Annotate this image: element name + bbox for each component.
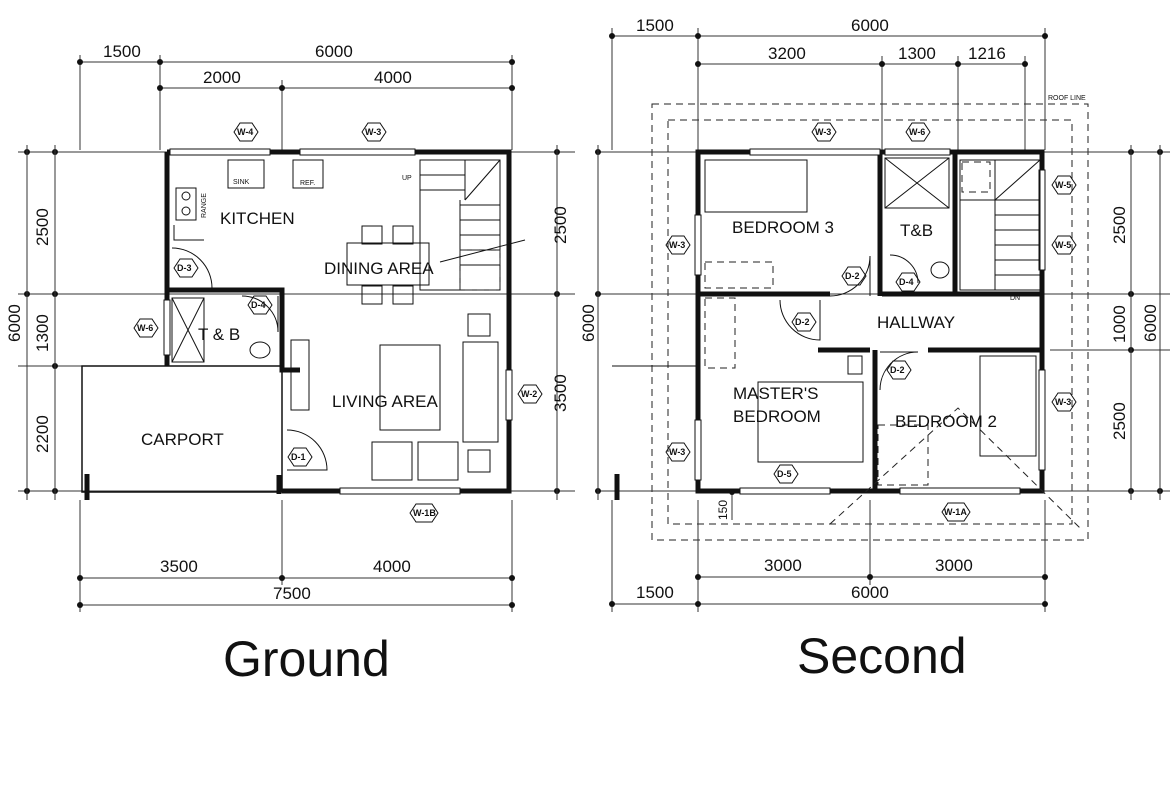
ground-dim-top-1500: 1500 bbox=[103, 42, 141, 61]
tag-d1: D-1 bbox=[291, 452, 306, 462]
ground-dim-left-6000: 6000 bbox=[5, 304, 24, 342]
second-dim-bottom-3000a: 3000 bbox=[764, 556, 802, 575]
second-label-dn: DN bbox=[1010, 295, 1020, 302]
ground-dim-left-1300: 1300 bbox=[33, 314, 52, 352]
tag2-w3-left: W-3 bbox=[669, 240, 685, 250]
tag2-w5a: W-5 bbox=[1055, 180, 1071, 190]
second-dim-top-1216: 1216 bbox=[968, 44, 1006, 63]
ground-dim-right-2500: 2500 bbox=[551, 206, 570, 244]
second-dim-top-6000: 6000 bbox=[851, 16, 889, 35]
second-dim-top-3200: 3200 bbox=[768, 44, 806, 63]
second-room-master-line2: BEDROOM bbox=[733, 407, 821, 426]
tag2-w3-left-b: W-3 bbox=[669, 447, 685, 457]
second-tags: W-3 W-6 W-5 W-5 W-3 D-2 D-4 D-2 D-2 W-3 … bbox=[665, 122, 1077, 522]
tag2-d5: D-5 bbox=[777, 469, 792, 479]
ground-dim-left-2500: 2500 bbox=[33, 208, 52, 246]
ground-dim-bottom-4000: 4000 bbox=[373, 557, 411, 576]
second-dim-bottom-1500: 1500 bbox=[636, 583, 674, 602]
tag-w1b: W-1B bbox=[413, 508, 436, 518]
second-room-bedroom-3: BEDROOM 3 bbox=[732, 218, 834, 237]
second-dim-right-6000: 6000 bbox=[1141, 304, 1160, 342]
tag2-d2-a: D-2 bbox=[845, 271, 860, 281]
tag-w6: W-6 bbox=[137, 323, 153, 333]
second-dim-top-1500: 1500 bbox=[636, 16, 674, 35]
tag-w3: W-3 bbox=[365, 127, 381, 137]
ground-label-up: UP bbox=[402, 175, 412, 182]
ground-label-sink: SINK bbox=[233, 179, 250, 186]
ground-room-tb: T & B bbox=[198, 325, 240, 344]
tag2-w3-top: W-3 bbox=[815, 127, 831, 137]
tag2-w1a: W-1A bbox=[944, 507, 967, 517]
tag2-d2-c: D-2 bbox=[890, 365, 905, 375]
caption-ground: Ground bbox=[223, 631, 390, 687]
second-dim-150: 150 bbox=[716, 500, 730, 520]
tag2-w6: W-6 bbox=[909, 127, 925, 137]
tag2-w5b: W-5 bbox=[1055, 240, 1071, 250]
tag2-w3-right: W-3 bbox=[1055, 397, 1071, 407]
second-room-master-line1: MASTER'S bbox=[733, 384, 818, 403]
ground-dim-bottom-3500: 3500 bbox=[160, 557, 198, 576]
ground-room-living-area: LIVING AREA bbox=[332, 392, 438, 411]
second-floor-plan: ROOF LINE 1500 6000 3200 1300 1216 6000 … bbox=[579, 16, 1170, 612]
second-label-roof-line: ROOF LINE bbox=[1048, 95, 1086, 102]
caption-second: Second bbox=[797, 628, 967, 684]
tag-d4: D-4 bbox=[251, 300, 266, 310]
second-dim-top-1300: 1300 bbox=[898, 44, 936, 63]
second-dim-right-1000: 1000 bbox=[1110, 305, 1129, 343]
ground-dim-top-4000: 4000 bbox=[374, 68, 412, 87]
ground-dim-left-2200: 2200 bbox=[33, 415, 52, 453]
ground-label-range: RANGE bbox=[201, 193, 208, 218]
second-dim-right-2500b: 2500 bbox=[1110, 402, 1129, 440]
ground-room-carport: CARPORT bbox=[141, 430, 224, 449]
second-dim-right-2500a: 2500 bbox=[1110, 206, 1129, 244]
ground-dim-top-2000: 2000 bbox=[203, 68, 241, 87]
ground-room-dining-area: DINING AREA bbox=[324, 259, 434, 278]
tag2-d4: D-4 bbox=[899, 277, 914, 287]
ground-dim-right-3500: 3500 bbox=[551, 374, 570, 412]
ground-room-kitchen: KITCHEN bbox=[220, 209, 295, 228]
tag2-d2-b: D-2 bbox=[795, 317, 810, 327]
second-room-bedroom-2: BEDROOM 2 bbox=[895, 412, 997, 431]
tag-d3: D-3 bbox=[177, 263, 192, 273]
second-dim-bottom-3000b: 3000 bbox=[935, 556, 973, 575]
ground-tags: W-4 W-3 D-3 D-4 W-6 W-2 D-1 W-1B bbox=[133, 122, 543, 523]
tag-w2: W-2 bbox=[521, 389, 537, 399]
ground-dim-bottom-7500: 7500 bbox=[273, 584, 311, 603]
tag-w4: W-4 bbox=[237, 127, 253, 137]
second-room-hallway: HALLWAY bbox=[877, 313, 955, 332]
ground-dim-top-6000: 6000 bbox=[315, 42, 353, 61]
ground-label-ref: REF. bbox=[300, 180, 315, 187]
ground-floor-plan: 1500 6000 2000 4000 6000 2500 1300 2200 … bbox=[5, 42, 575, 612]
second-dim-left-6000: 6000 bbox=[579, 304, 598, 342]
second-dim-bottom-6000: 6000 bbox=[851, 583, 889, 602]
second-room-tb: T&B bbox=[900, 221, 933, 240]
